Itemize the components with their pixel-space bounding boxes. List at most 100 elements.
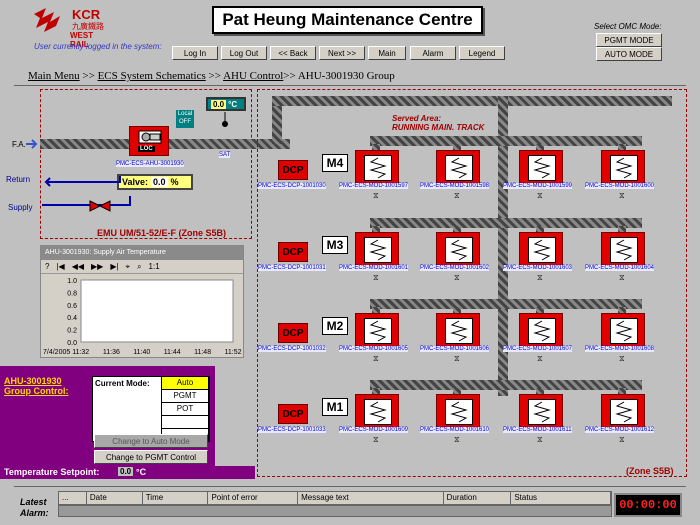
x-tick-label: 11:36 — [103, 349, 120, 356]
breadcrumb-separator: >> — [283, 70, 296, 82]
dcp-badge[interactable]: DCP — [278, 323, 308, 343]
damper-icon — [528, 237, 556, 263]
duct-drop — [453, 307, 461, 315]
damper-actuator-icon: ⧖ — [454, 354, 460, 363]
rewind-icon[interactable]: ◀◀ — [71, 262, 84, 271]
alarm-button[interactable]: Alarm — [410, 46, 456, 60]
damper-module[interactable] — [601, 150, 645, 184]
dcp-badge[interactable]: DCP — [278, 242, 308, 262]
duct-drop — [618, 388, 626, 396]
damper-module[interactable] — [436, 150, 480, 184]
valve-icon[interactable] — [88, 199, 112, 213]
damper-tag: PMC-ECS-MOD-1001597 — [339, 183, 409, 189]
sat-temp-unit: °C — [228, 99, 238, 109]
help-icon[interactable]: ? — [45, 262, 50, 271]
damper-actuator-icon: ⧖ — [373, 354, 379, 363]
alarm-column-header[interactable]: Date — [87, 492, 143, 504]
damper-module[interactable] — [601, 313, 645, 347]
damper-module[interactable] — [355, 394, 399, 428]
damper-module[interactable] — [601, 232, 645, 266]
duct-branch-header — [370, 136, 642, 146]
duct-drop — [536, 144, 544, 152]
damper-actuator-icon: ⧖ — [619, 354, 625, 363]
duct-drop — [618, 144, 626, 152]
damper-module[interactable] — [355, 232, 399, 266]
mode-option: Auto — [161, 377, 209, 390]
group-label: M3 — [322, 236, 348, 254]
damper-module[interactable] — [436, 313, 480, 347]
alarm-column-header[interactable]: Point of error — [208, 492, 299, 504]
damper-icon — [528, 399, 556, 425]
served-area-zone-frame — [257, 89, 687, 477]
legend-button[interactable]: Legend — [459, 46, 505, 60]
damper-module[interactable] — [355, 150, 399, 184]
duct-drop — [536, 226, 544, 234]
damper-actuator-icon: ⧖ — [619, 435, 625, 444]
group-control-title-2: Group Control: — [4, 386, 69, 396]
dcp-badge[interactable]: DCP — [278, 160, 308, 180]
alarm-scrollbar[interactable] — [58, 505, 612, 517]
alarm-column-header[interactable]: Message text — [298, 492, 444, 504]
header-divider — [14, 85, 686, 86]
damper-icon — [445, 399, 473, 425]
damper-module[interactable] — [436, 394, 480, 428]
damper-icon — [610, 155, 638, 181]
duct-drop — [372, 388, 380, 396]
y-tick-label: 0.8 — [67, 290, 77, 297]
ahu-tag: PMC-ECS-AHU-3001930 — [116, 161, 184, 167]
zoom-level[interactable]: 1:1 — [148, 262, 160, 271]
back-button[interactable]: << Back — [270, 46, 316, 60]
auto-mode-button[interactable]: AUTO MODE — [596, 47, 662, 61]
damper-module[interactable] — [436, 232, 480, 266]
breadcrumb-ecs-schematics[interactable]: ECS System Schematics — [97, 70, 206, 82]
log-in-button[interactable]: Log In — [172, 46, 218, 60]
ahu-unit[interactable]: LOC — [129, 126, 169, 156]
damper-icon — [610, 237, 638, 263]
duct-branch-header — [370, 299, 642, 309]
dcp-badge[interactable]: DCP — [278, 404, 308, 424]
ahu-zone-frame — [40, 89, 252, 239]
damper-module[interactable] — [519, 313, 563, 347]
damper-module[interactable] — [519, 150, 563, 184]
damper-module[interactable] — [519, 394, 563, 428]
duct-drop — [372, 307, 380, 315]
damper-module[interactable] — [601, 394, 645, 428]
group-control-panel: AHU-3001930 Group Control: Current Mode:… — [0, 366, 215, 466]
pin-icon[interactable]: ⌖ — [125, 261, 131, 271]
breadcrumb-main-menu[interactable]: Main Menu — [28, 70, 80, 82]
dcp-tag: PMC-ECS-DCP-1001030 — [258, 183, 326, 189]
damper-icon — [364, 399, 392, 425]
damper-icon — [528, 318, 556, 344]
x-tick-label: 11:40 — [133, 349, 150, 356]
last-icon[interactable]: ▶| — [110, 262, 119, 271]
group-label: M4 — [322, 154, 348, 172]
breadcrumb-ahu-control[interactable]: AHU Control — [223, 70, 284, 82]
alarm-column-header[interactable]: Time — [143, 492, 209, 504]
duct-drop — [536, 307, 544, 315]
damper-icon — [610, 318, 638, 344]
next-button[interactable]: Next >> — [319, 46, 365, 60]
alarm-column-header[interactable]: Status — [511, 492, 611, 504]
first-icon[interactable]: |◀ — [56, 262, 65, 271]
arrow-right-icon — [26, 139, 38, 149]
alarm-column-header[interactable]: ... — [59, 492, 87, 504]
zoom-icon[interactable]: ⌕ — [137, 261, 142, 271]
change-auto-mode-button[interactable]: Change to Auto Mode — [94, 434, 208, 448]
damper-module[interactable] — [355, 313, 399, 347]
forward-icon[interactable]: ▶▶ — [91, 262, 104, 271]
alarm-column-header[interactable]: Duration — [444, 492, 512, 504]
duct-drop — [372, 144, 380, 152]
pgmt-mode-button[interactable]: PGMT MODE — [596, 33, 662, 47]
page-title: Pat Heung Maintenance Centre — [212, 6, 483, 34]
log-out-button[interactable]: Log Out — [221, 46, 267, 60]
damper-module[interactable] — [519, 232, 563, 266]
group-control-title: AHU-3001930 Group Control: — [4, 376, 69, 396]
latest-alarm-label-1: Latest — [20, 497, 47, 507]
change-pgmt-control-button[interactable]: Change to PGMT Control — [94, 450, 208, 464]
y-tick-label: 0.2 — [67, 328, 77, 335]
setpoint-value[interactable]: 0.0 — [118, 467, 134, 476]
breadcrumb-separator: >> — [208, 70, 221, 82]
damper-actuator-icon: ⧖ — [373, 435, 379, 444]
main-button[interactable]: Main — [368, 46, 406, 60]
breadcrumb: Main Menu >> ECS System Schematics >> AH… — [28, 70, 395, 82]
